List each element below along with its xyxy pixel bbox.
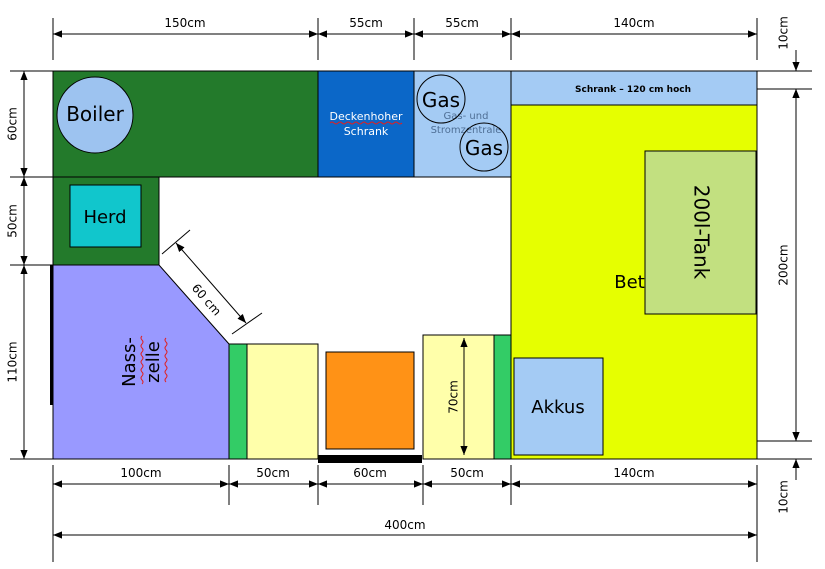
boiler-label: Boiler [66,102,124,126]
left-dim-row3-label: 110cm [6,341,20,382]
bottom-dim-wet-label: 100cm [120,466,161,480]
right-dim-bed-label: 200cm [777,244,791,285]
batteries-label: Akkus [531,397,584,418]
wet-room-door [50,265,53,405]
boiler-tank [56,76,134,154]
top-dim-boiler-label: 150cm [164,16,205,30]
center-table [325,351,415,450]
gas-bottle-top-label: Gas [422,88,460,112]
wet-room-label-line2: zelle [143,341,164,383]
top-dim-gas-label: 55cm [445,16,479,30]
left-dim-row2-label: 50cm [6,204,20,238]
ceiling-cabinet-label-line2: Schrank [344,125,389,138]
gas-bottle-bottom-label: Gas [465,136,503,160]
ceiling-cabinet [317,70,415,178]
bottom-dim-bed-label: 140cm [613,466,654,480]
gas-bottle-top [416,74,466,124]
green-strip-left [228,343,248,460]
diagonal-extension-2 [231,312,263,335]
bed-label: Bett [614,272,652,293]
top-dim-bed-label: 140cm [613,16,654,30]
seat-height-label: 70cm [447,380,461,414]
left-dim-row1-label: 60cm [6,107,20,141]
green-strip-right [493,334,512,460]
top-dim-cabinet-label: 55cm [349,16,383,30]
batteries [513,357,604,456]
right-dim-top-gap-label: 10cm [777,16,791,50]
stove-label: Herd [83,207,126,228]
bottom-dim-seat-left-label: 50cm [256,466,290,480]
diagonal-dimension [175,242,247,324]
spellcheck-underline [140,335,144,385]
water-tank [644,150,757,315]
bottom-dim-opening-label: 60cm [353,466,387,480]
gas-bottle-bottom [459,122,509,172]
bottom-dim-total-label: 400cm [384,518,425,532]
water-tank-label: 200l-Tank [690,185,714,280]
spellcheck-underline [164,337,168,383]
wet-room-label-line1: Nass- [119,337,140,387]
gas-central [413,70,512,178]
seat-left [246,343,319,460]
spellcheck-underline [329,121,403,125]
seat-right [422,334,495,460]
bottom-dim-seat-right-label: 50cm [450,466,484,480]
stove [69,184,142,248]
shelf-cabinet [510,70,758,106]
diagonal-extension-1 [161,229,191,255]
gas-central-label-line1: Gas- und [444,111,489,122]
shelf-cabinet-label: Schrank – 120 cm hoch [575,85,691,95]
entry-door [318,455,422,463]
ceiling-cabinet-label-line1: Deckenhoher [330,110,403,123]
right-dim-bottom-gap-label: 10cm [777,480,791,514]
